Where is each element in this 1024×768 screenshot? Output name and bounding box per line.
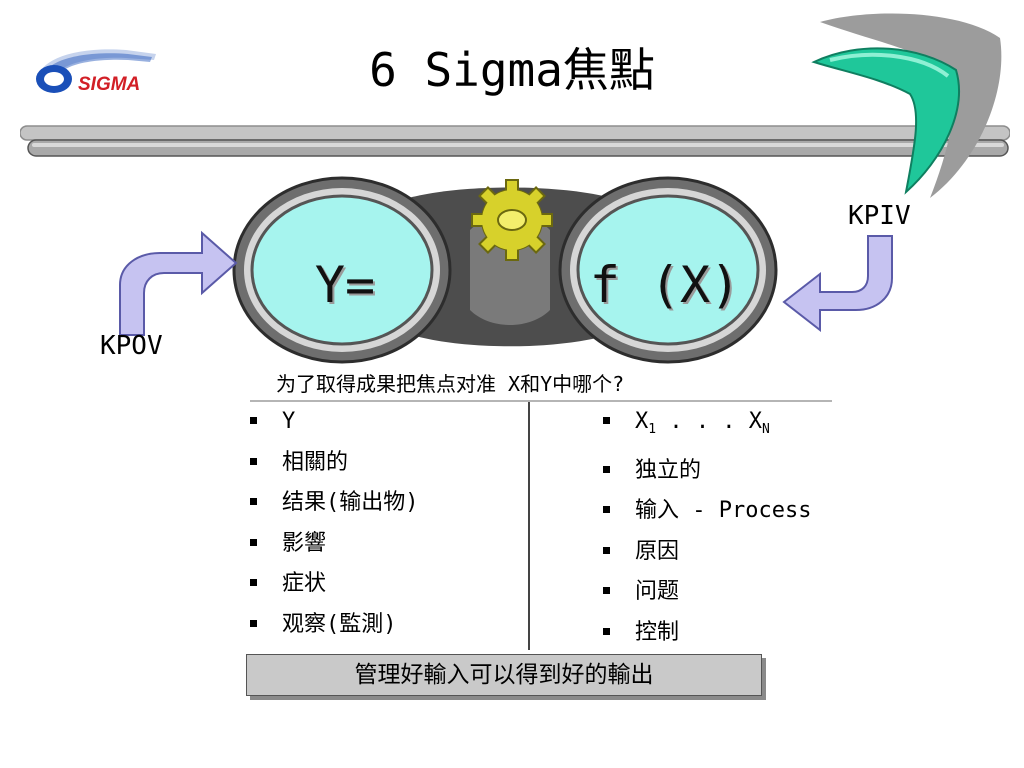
bullet-icon (603, 587, 610, 594)
bullet-icon (603, 546, 610, 554)
list-item: 观察(監測) (250, 605, 419, 646)
question-underline (250, 400, 832, 402)
kpov-arrow-icon (119, 230, 238, 336)
list-item: 相關的 (250, 443, 419, 484)
focus-question: 为了取得成果把焦点对准 X和Y中哪个? (276, 372, 625, 396)
list-item: 输入 - Process (603, 491, 811, 532)
boomerang-icon (811, 13, 1002, 198)
list-item-x-range: X1 . . . XN (603, 402, 811, 451)
title-divider (20, 125, 1010, 157)
list-item: 结果(输出物) (250, 483, 419, 524)
list-item: 原因 (603, 532, 811, 573)
page-title: 6 Sigma焦點 (369, 43, 655, 97)
binoculars-graphic (232, 176, 778, 364)
y-characteristics-list: Y 相關的 结果(输出物) 影響 症状 观察(監測) (250, 402, 419, 645)
f-of-x-label: f (X) (589, 256, 741, 314)
column-divider (528, 402, 530, 650)
bullet-icon (603, 417, 610, 424)
bullet-icon (250, 498, 257, 505)
bullet-icon (250, 457, 257, 465)
list-item: 问题 (603, 572, 811, 613)
bullet-icon (603, 506, 610, 513)
bullet-icon (603, 465, 610, 473)
list-item: 症状 (250, 564, 419, 605)
bullet-icon (250, 619, 257, 627)
kpov-label: KPOV (100, 331, 163, 361)
bullet-icon (250, 417, 257, 424)
kpiv-arrow-icon (782, 235, 893, 332)
list-item: 独立的 (603, 451, 811, 492)
bullet-icon (603, 627, 610, 635)
gear-icon (471, 179, 553, 261)
kpiv-label: KPIV (848, 201, 911, 231)
conclusion-banner: 管理好輸入可以得到好的輸出 (246, 654, 762, 696)
bullet-icon (250, 579, 257, 586)
sigma-logo: SIGMA (36, 49, 157, 95)
bullet-icon (250, 538, 257, 546)
x-characteristics-list: X1 . . . XN 独立的 输入 - Process 原因 问题 控制 (603, 402, 811, 653)
list-item: Y (250, 402, 419, 443)
list-item: 控制 (603, 613, 811, 654)
y-equals-label: Y= (314, 256, 376, 314)
logo-text: SIGMA (78, 74, 140, 95)
list-item: 影響 (250, 524, 419, 565)
